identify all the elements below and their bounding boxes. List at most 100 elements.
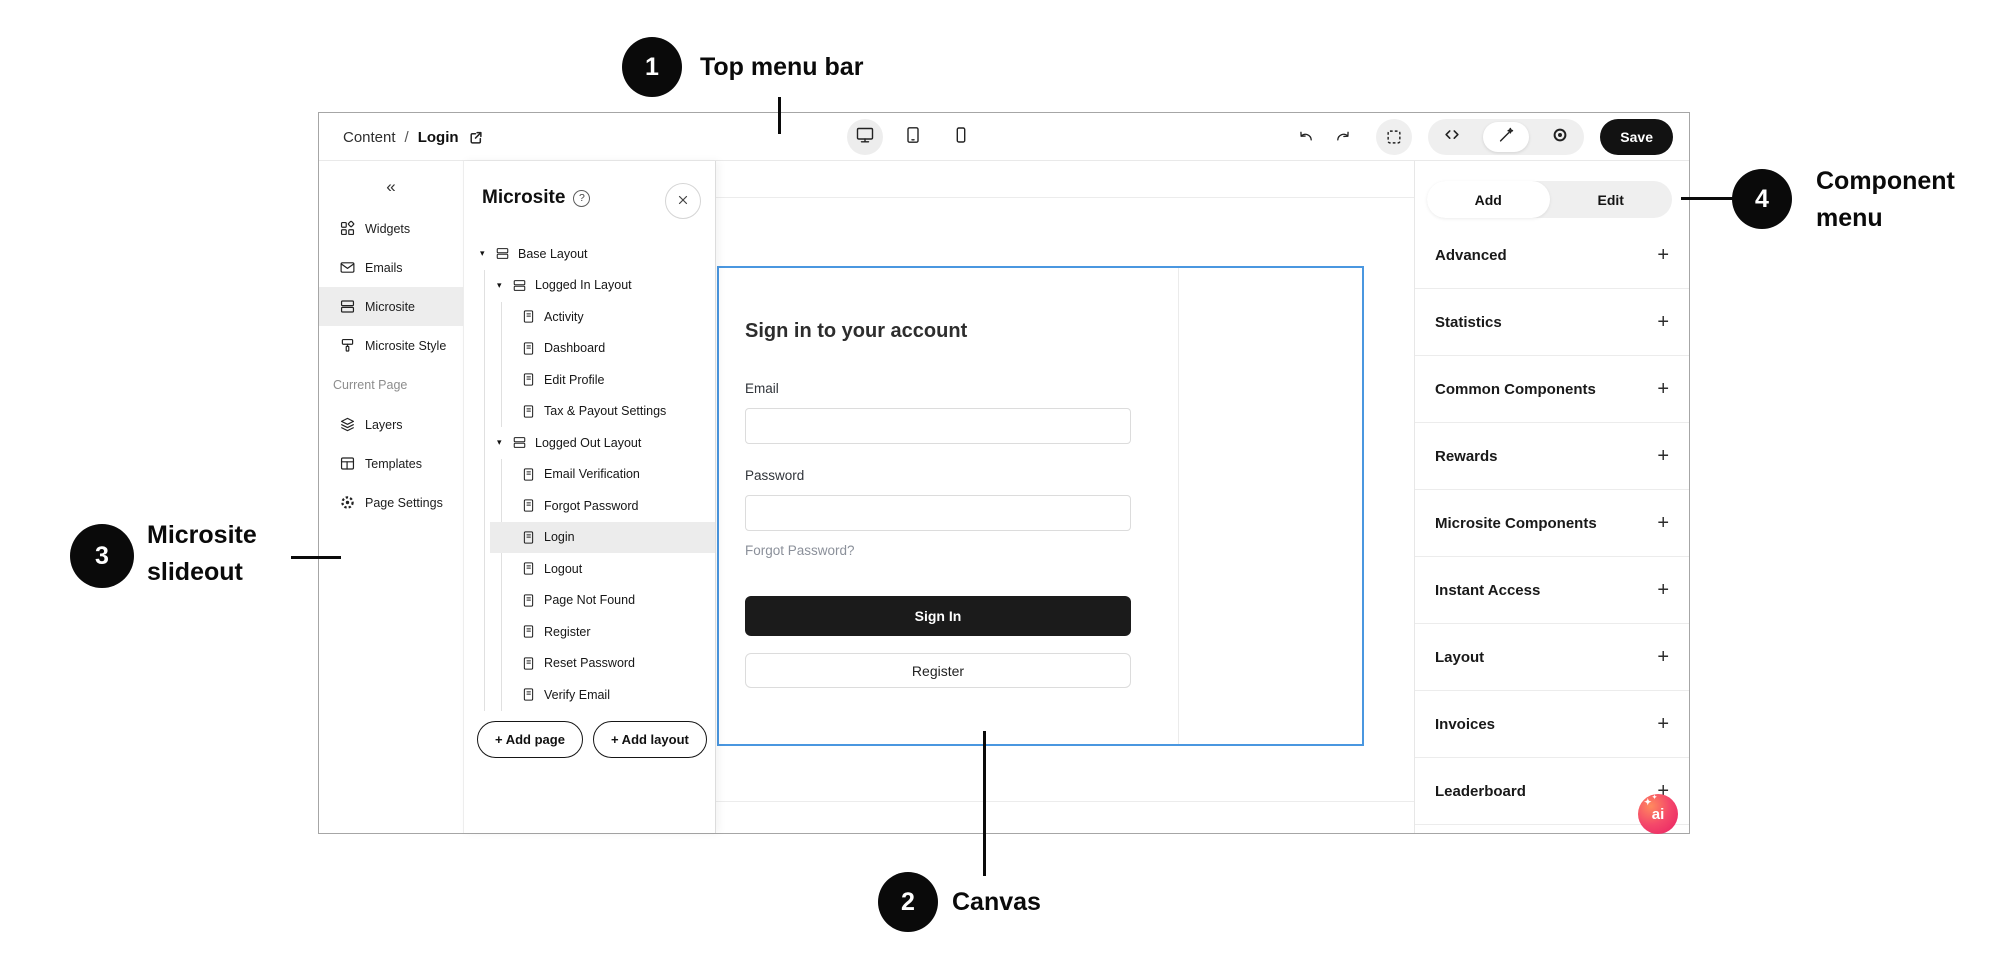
tree-item-logout[interactable]: Logout: [464, 553, 715, 585]
tree-item-page-not-found[interactable]: Page Not Found: [464, 585, 715, 617]
sidebar-item-label: Templates: [365, 456, 422, 471]
tree-item-base-layout[interactable]: ▾ Base Layout: [464, 238, 715, 270]
caret-down-icon[interactable]: ▾: [497, 437, 502, 448]
plus-icon[interactable]: +: [1657, 779, 1669, 802]
sidebar-item-page-settings[interactable]: Page Settings: [319, 483, 463, 522]
register-button[interactable]: Register: [745, 653, 1131, 688]
annotation-1-badge: 1: [622, 37, 682, 97]
tree-item-dashboard[interactable]: Dashboard: [464, 333, 715, 365]
tree-item-label: Logged Out Layout: [535, 435, 642, 450]
caret-down-icon[interactable]: ▾: [480, 248, 485, 259]
sidebar-item-label: Layers: [365, 417, 403, 432]
caret-down-icon[interactable]: ▾: [497, 279, 502, 290]
tree-item-tax-payout-settings[interactable]: Tax & Payout Settings: [464, 396, 715, 428]
device-preview-toggle: [847, 119, 979, 155]
component-section-leaderboard[interactable]: Leaderboard +: [1415, 758, 1689, 825]
tree-item-forgot-password[interactable]: Forgot Password: [464, 490, 715, 522]
tree-item-email-verification[interactable]: Email Verification: [464, 459, 715, 491]
section-label: Rewards: [1435, 447, 1498, 465]
page-icon: [521, 309, 537, 324]
tree-item-login[interactable]: Login: [464, 521, 715, 553]
section-label: Statistics: [1435, 313, 1502, 331]
canvas[interactable]: Sign in to your account Email Password F…: [716, 161, 1416, 833]
add-layout-button[interactable]: + Add layout: [592, 721, 707, 758]
sidebar-item-microsite[interactable]: Microsite: [319, 287, 463, 326]
tree-item-activity[interactable]: Activity: [464, 301, 715, 333]
component-section-list: Advanced+Statistics+Common Components+Re…: [1415, 222, 1689, 825]
sidebar-item-layers[interactable]: Layers: [319, 405, 463, 444]
sign-in-button[interactable]: Sign In: [745, 596, 1131, 636]
section-label: Leaderboard: [1435, 782, 1526, 800]
slideout-title: Microsite: [482, 187, 566, 208]
device-button-tablet[interactable]: [895, 119, 931, 155]
page-icon: [521, 341, 537, 356]
ai-assistant-button[interactable]: ✦ ✦ ai: [1638, 794, 1678, 834]
component-section-layout[interactable]: Layout+: [1415, 624, 1689, 691]
tree-item-label: Edit Profile: [544, 372, 605, 387]
annotation-2-label: Canvas: [952, 888, 1041, 916]
help-icon[interactable]: ?: [573, 189, 591, 207]
mode-toggle-pill: [1428, 119, 1585, 155]
password-field[interactable]: [745, 495, 1131, 531]
save-button[interactable]: Save: [1600, 119, 1673, 155]
plus-icon[interactable]: +: [1657, 377, 1669, 400]
code-mode-button[interactable]: [1435, 122, 1469, 152]
undo-button[interactable]: [1292, 124, 1318, 150]
external-link-icon[interactable]: [468, 130, 483, 145]
tab-add[interactable]: Add: [1427, 181, 1550, 218]
plus-icon[interactable]: +: [1657, 645, 1669, 668]
sparkle-icon: ✦: [1644, 797, 1652, 807]
component-section-common-components[interactable]: Common Components +: [1415, 356, 1689, 423]
selected-component-outline[interactable]: Sign in to your account Email Password F…: [717, 266, 1364, 746]
tab-edit[interactable]: Edit: [1597, 191, 1624, 208]
breadcrumb-section[interactable]: Content: [343, 128, 396, 146]
layout-icon: [512, 278, 528, 293]
component-section-rewards[interactable]: Rewards +: [1415, 423, 1689, 490]
device-button-mobile[interactable]: [943, 119, 979, 155]
sidebar-item-label: Emails: [365, 260, 403, 275]
section-label: Instant Access: [1435, 581, 1541, 599]
preview-mode-button[interactable]: [1543, 122, 1577, 152]
sidebar-item-microsite-style[interactable]: Microsite Style: [319, 326, 463, 365]
magic-wand-mode-button[interactable]: [1483, 122, 1530, 152]
sign-in-form: Sign in to your account Email Password F…: [745, 268, 1131, 744]
sparkle-icon: ✦: [1652, 795, 1658, 801]
plus-icon[interactable]: +: [1657, 310, 1669, 333]
page-icon: [521, 624, 537, 639]
tree-item-logged-in-layout[interactable]: ▾Logged In Layout: [464, 270, 715, 302]
redo-button[interactable]: [1330, 124, 1356, 150]
page-icon: [521, 372, 537, 387]
component-section-advanced[interactable]: Advanced +: [1415, 222, 1689, 289]
tree-item-logged-out-layout[interactable]: ▾ Logged Out Layout: [464, 427, 715, 459]
component-section-instant-access[interactable]: Instant Access +: [1415, 557, 1689, 624]
forgot-password-link[interactable]: Forgot Password?: [745, 543, 855, 558]
component-section-statistics[interactable]: Statistics +: [1415, 289, 1689, 356]
tree-item-reset-password[interactable]: Reset Password: [464, 648, 715, 680]
sidebar-item-label: Microsite: [365, 299, 416, 314]
section-label: Advanced: [1435, 246, 1507, 264]
close-slideout-button[interactable]: [665, 183, 701, 219]
sidebar-item-widgets[interactable]: Widgets: [319, 209, 463, 248]
plus-icon[interactable]: +: [1657, 243, 1669, 266]
sidebar-item-templates[interactable]: Templates: [319, 444, 463, 483]
email-field[interactable]: [745, 408, 1131, 444]
plus-icon[interactable]: +: [1657, 712, 1669, 735]
sidebar-item-emails[interactable]: Emails: [319, 248, 463, 287]
section-label: Common Components: [1435, 380, 1596, 398]
tree-item-label: Base Layout: [518, 246, 588, 261]
tree-item-verify-email[interactable]: Verify Email: [464, 679, 715, 711]
plus-icon[interactable]: +: [1657, 444, 1669, 467]
plus-icon[interactable]: +: [1657, 578, 1669, 601]
tree-item-edit-profile[interactable]: Edit Profile: [464, 364, 715, 396]
component-section-microsite-components[interactable]: Microsite Components+: [1415, 490, 1689, 557]
tree-item-register[interactable]: Register: [464, 616, 715, 648]
section-label: Invoices: [1435, 715, 1496, 733]
device-button-monitor[interactable]: [847, 119, 883, 155]
add-page-button[interactable]: + Add page: [477, 721, 583, 758]
page-icon: [521, 593, 537, 608]
component-section-invoices[interactable]: Invoices +: [1415, 691, 1689, 758]
select-area-button[interactable]: [1376, 119, 1413, 155]
plus-icon[interactable]: +: [1657, 511, 1669, 534]
collapse-sidebar-button[interactable]: «: [386, 177, 396, 196]
page-icon: [521, 467, 537, 482]
